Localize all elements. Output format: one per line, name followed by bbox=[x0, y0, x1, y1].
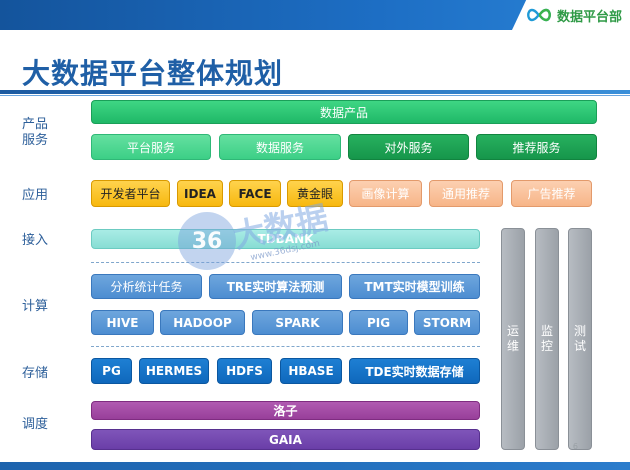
tmt-realtime-train-box: TMT实时模型训练 bbox=[349, 274, 480, 299]
hermes-box: HERMES bbox=[139, 358, 209, 384]
page-number: 6 bbox=[572, 442, 578, 451]
hdfs-box: HDFS bbox=[217, 358, 272, 384]
gaia-scheduler-box: GAIA bbox=[91, 429, 480, 450]
test-column: 测试 bbox=[568, 228, 592, 450]
row-label-product: 产品 服务 bbox=[22, 117, 49, 148]
top-banner bbox=[0, 0, 630, 30]
title-divider-thin bbox=[0, 95, 630, 96]
ops-column: 运维 bbox=[501, 228, 525, 450]
row-label-storage: 存储 bbox=[22, 366, 49, 381]
pg-box: PG bbox=[91, 358, 132, 384]
row-label-scheduling: 调度 bbox=[22, 417, 49, 432]
platform-service-box: 平台服务 bbox=[91, 134, 211, 160]
data-service-box: 数据服务 bbox=[219, 134, 341, 160]
divider-compute-storage bbox=[91, 346, 480, 347]
app-ad-recommend: 广告推荐 bbox=[511, 180, 592, 207]
tde-realtime-storage-box: TDE实时数据存储 bbox=[349, 358, 480, 384]
infinity-logo-icon bbox=[527, 8, 551, 22]
page-title: 大数据平台整体规划 bbox=[22, 57, 284, 90]
spark-box: SPARK bbox=[252, 310, 343, 335]
row-label-compute: 计算 bbox=[22, 299, 49, 314]
tdbank-box: TDBANK bbox=[91, 229, 480, 249]
monitor-column: 监控 bbox=[535, 228, 559, 450]
app-portrait-compute: 画像计算 bbox=[349, 180, 422, 207]
row-label-application: 应用 bbox=[22, 188, 49, 203]
tre-realtime-predict-box: TRE实时算法预测 bbox=[209, 274, 342, 299]
brand-name: 数据平台部 bbox=[556, 9, 622, 25]
external-service-box: 对外服务 bbox=[348, 134, 469, 160]
app-golden-eye: 黄金眼 bbox=[287, 180, 343, 207]
app-face: FACE bbox=[229, 180, 281, 207]
recommend-service-box: 推荐服务 bbox=[476, 134, 597, 160]
brand-logo: 数据平台部 bbox=[525, 4, 622, 26]
analysis-task-box: 分析统计任务 bbox=[91, 274, 202, 299]
storm-box: STORM bbox=[414, 310, 480, 335]
ops-column-label: 运维 bbox=[506, 324, 519, 353]
app-idea: IDEA bbox=[177, 180, 223, 207]
hive-box: HIVE bbox=[91, 310, 154, 335]
test-column-label: 测试 bbox=[573, 324, 586, 353]
data-product-box: 数据产品 bbox=[91, 100, 597, 124]
bottom-banner bbox=[0, 462, 630, 470]
pig-box: PIG bbox=[349, 310, 408, 335]
row-label-ingest: 接入 bbox=[22, 233, 49, 248]
app-general-recommend: 通用推荐 bbox=[429, 180, 503, 207]
luozi-scheduler-box: 洛子 bbox=[91, 401, 480, 420]
app-developer-platform: 开发者平台 bbox=[91, 180, 170, 207]
monitor-column-label: 监控 bbox=[540, 324, 553, 353]
hbase-box: HBASE bbox=[280, 358, 342, 384]
hadoop-box: HADOOP bbox=[160, 310, 245, 335]
title-divider bbox=[0, 90, 630, 94]
divider-ingest-compute bbox=[91, 262, 480, 263]
